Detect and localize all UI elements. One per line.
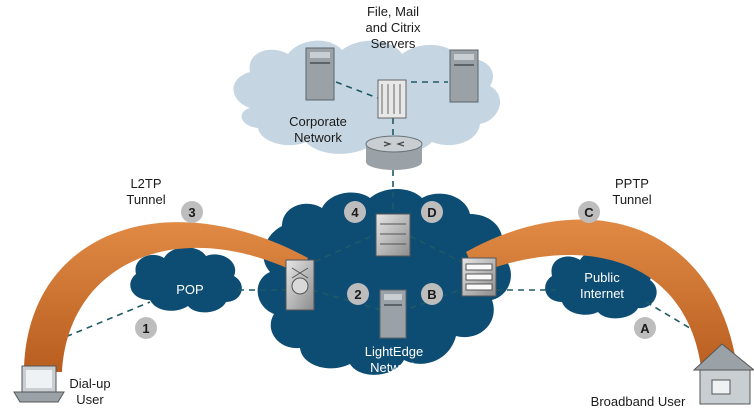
- link-left-core: [304, 235, 373, 267]
- core-switch-icon: [375, 213, 411, 257]
- access-concentrator-icon: [285, 259, 315, 311]
- link-internet-house: [645, 301, 711, 341]
- router-icon: [365, 135, 423, 170]
- public-internet-cloud: [545, 249, 657, 319]
- server-icon: [305, 47, 335, 101]
- badge-b-text: B: [427, 287, 436, 302]
- servers-label-line2: and Citrix: [366, 20, 421, 35]
- pptp-label-line1: PPTP: [615, 176, 649, 191]
- badge-c: C: [578, 201, 600, 223]
- broadband-user-label: Broadband User: [591, 394, 686, 409]
- l2tp-tunnel: [24, 222, 308, 372]
- l2tp-label-line1: L2TP: [130, 176, 161, 191]
- servers-label-line1: File, Mail: [367, 4, 419, 19]
- public-internet-label-line2: Internet: [580, 286, 624, 301]
- lightedge-network-label-line1: LightEdge: [365, 344, 424, 359]
- badge-2: 2: [347, 283, 369, 305]
- link-laptop-pop: [45, 301, 151, 346]
- corporate-network-label-line1: Corporate: [289, 114, 347, 129]
- badge-4-text: 4: [351, 205, 359, 220]
- dialup-user-label-line1: Dial-up: [69, 376, 110, 391]
- lightedge-network-cloud: [257, 189, 511, 375]
- badge-d: D: [421, 201, 443, 223]
- firewall-icon: [377, 79, 407, 119]
- pptp-tunnel: [466, 219, 738, 374]
- pop-cloud: [130, 247, 242, 313]
- badge-b: B: [421, 283, 443, 305]
- server-icon: [449, 49, 479, 103]
- badge-1: 1: [135, 317, 157, 339]
- badge-a: A: [634, 317, 656, 339]
- badge-3: 3: [181, 201, 203, 223]
- corporate-network-cloud: [233, 40, 501, 154]
- l2tp-label-line2: Tunnel: [126, 192, 165, 207]
- link-core-right: [409, 235, 471, 267]
- house-icon: [692, 343, 754, 405]
- public-internet-label-line1: Public: [584, 270, 620, 285]
- corporate-network-label-line2: Network: [294, 130, 342, 145]
- badge-a-text: A: [640, 321, 650, 336]
- pptp-label-line2: Tunnel: [612, 192, 651, 207]
- badge-2-text: 2: [354, 287, 361, 302]
- badge-4: 4: [344, 201, 366, 223]
- lightedge-network-label-line2: Network: [370, 360, 418, 375]
- dialup-user-label-line2: User: [76, 392, 104, 407]
- badge-1-text: 1: [142, 321, 149, 336]
- lightedge-server-icon: [379, 289, 407, 339]
- vpn-concentrator-icon: [461, 257, 497, 297]
- pop-label: POP: [176, 282, 203, 297]
- badge-c-text: C: [584, 205, 594, 220]
- badge-3-text: 3: [188, 205, 195, 220]
- badge-d-text: D: [427, 205, 436, 220]
- laptop-icon: [13, 365, 65, 403]
- servers-label-line3: Servers: [371, 36, 416, 51]
- link-left-center: [311, 289, 389, 313]
